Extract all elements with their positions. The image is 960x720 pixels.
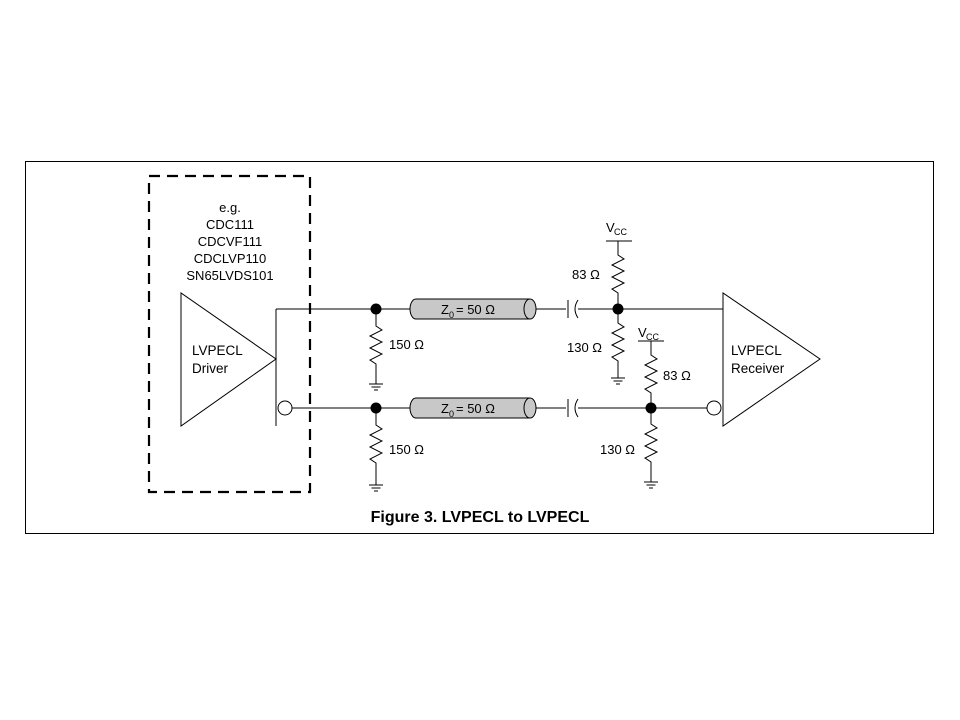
top-pulldown-resistor [610, 309, 626, 378]
figure-caption: Figure 3. LVPECL to LVPECL [370, 509, 590, 526]
figure-frame [25, 161, 934, 534]
bottom-pulldown-ground-icon [644, 481, 658, 489]
top-termination-label: 150 Ω [389, 337, 424, 352]
bottom-transmission-line [409, 397, 537, 419]
bottom-pullup-resistor [643, 341, 659, 408]
bottom-termination-ground-icon [369, 484, 383, 492]
bottom-termination-label: 150 Ω [389, 442, 424, 457]
top-vcc-v: V [606, 220, 615, 235]
bottom-pulldown-resistor [643, 408, 659, 482]
receiver-triangle [722, 292, 821, 427]
top-transmission-line [409, 298, 537, 320]
receiver-inverted-input [706, 400, 722, 416]
top-tline-sub: 0 [449, 310, 454, 320]
bottom-termination-resistor [368, 408, 384, 485]
top-termination-ground-icon [369, 383, 383, 391]
driver-box-line-1: e.g. [219, 200, 241, 215]
top-pullup-resistor [610, 241, 626, 309]
driver-example-box [147, 174, 312, 494]
driver-triangle [180, 292, 277, 427]
driver-box-line-2: CDC111 [206, 217, 254, 232]
top-pullup-label: 83 Ω [572, 267, 600, 282]
top-coupling-capacitor [567, 299, 579, 319]
top-termination-resistor [368, 309, 384, 384]
bottom-coupling-capacitor [567, 398, 579, 418]
receiver-label-2: Receiver [731, 361, 785, 376]
top-vcc-sub: CC [614, 227, 627, 237]
bottom-pulldown-label: 130 Ω [600, 442, 635, 457]
bottom-pullup-label: 83 Ω [663, 368, 691, 383]
driver-label-1: LVPECL [192, 343, 243, 358]
driver-box-line-4: CDCLVP110 [194, 251, 267, 266]
driver-label-2: Driver [192, 361, 229, 376]
top-pulldown-label: 130 Ω [567, 340, 602, 355]
bottom-tline-sub: 0 [449, 409, 454, 419]
top-pulldown-ground-icon [611, 377, 625, 385]
driver-box-line-3: CDCVF111 [198, 234, 263, 249]
driver-box-line-5: SN65LVDS101 [186, 268, 273, 283]
receiver-label-1: LVPECL [731, 343, 782, 358]
driver-inverted-output [277, 400, 293, 416]
bottom-tline-z: Z [441, 401, 449, 416]
bottom-vcc-v: V [638, 325, 647, 340]
top-tline-z: Z [441, 302, 449, 317]
bottom-tline-value: = 50 Ω [456, 401, 495, 416]
top-tline-value: = 50 Ω [456, 302, 495, 317]
bottom-vcc-sub: CC [646, 332, 659, 342]
